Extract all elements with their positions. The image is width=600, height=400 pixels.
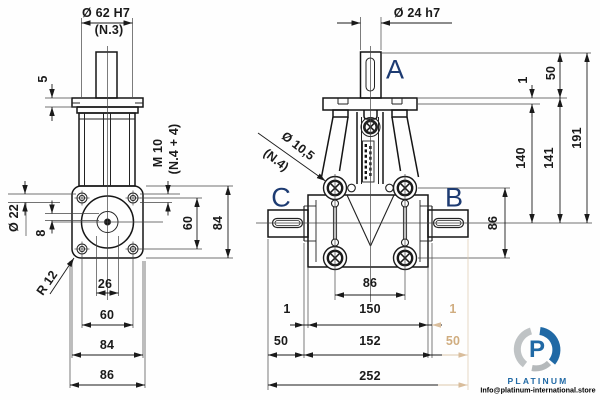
- dim-body-width: 86: [99, 368, 115, 382]
- dim-total-height: 191: [570, 127, 584, 149]
- dim-flange-height: 84: [211, 215, 225, 231]
- dim-boss-top: 1: [516, 76, 530, 84]
- platinum-logo-icon: [513, 327, 561, 372]
- label-shaft-b: B: [444, 182, 464, 213]
- label-shaft-a: A: [385, 54, 405, 85]
- label-shaft-c: C: [271, 182, 291, 213]
- side-view-drawing: [8, 18, 233, 388]
- dim-tap-note: (N.4 + 4): [167, 123, 181, 175]
- dim-key-height: 8: [34, 229, 48, 237]
- dim-hole-spacing-v: 60: [181, 215, 195, 231]
- dim-plate-thickness: 5: [36, 75, 50, 83]
- dim-bolt-spacing-v: 86: [486, 215, 500, 231]
- dim-faces-width: 152: [359, 334, 381, 348]
- dim-shaft-length-right-faded: 50: [445, 334, 461, 348]
- dim-hub-width: 26: [97, 277, 113, 291]
- platinum-logo-letter: P: [528, 336, 546, 363]
- dim-bolt-spacing-h: 86: [362, 276, 378, 290]
- dim-flange-width: 84: [99, 338, 115, 352]
- dim-overall-width: 252: [359, 369, 381, 383]
- dim-axis-to-flange: 140: [514, 147, 528, 169]
- dim-boss-left: 1: [283, 302, 291, 316]
- dim-bore-top: Ø 62 H7: [82, 6, 130, 20]
- dim-bore-note: (N.3): [94, 23, 124, 37]
- dim-shaft-length-left: 50: [273, 334, 289, 348]
- dim-output-shaft-dia: Ø 22: [7, 204, 21, 232]
- platinum-email-text: Info@platinum-international.store: [480, 385, 596, 395]
- dim-tap-size: M 10: [151, 138, 165, 168]
- dim-input-shaft-dia: Ø 24 h7: [393, 6, 441, 20]
- dim-shaft-length-top: 50: [544, 65, 558, 81]
- dim-boss-right-faded: 1: [449, 302, 457, 316]
- dim-housing-width: 150: [359, 302, 381, 316]
- dim-axis-to-boss: 141: [542, 147, 556, 169]
- platinum-brand-text: PLATINUM: [507, 376, 569, 386]
- dim-hole-spacing: 60: [99, 308, 115, 322]
- nameplate: [362, 140, 375, 183]
- front-view-drawing: [256, 17, 592, 390]
